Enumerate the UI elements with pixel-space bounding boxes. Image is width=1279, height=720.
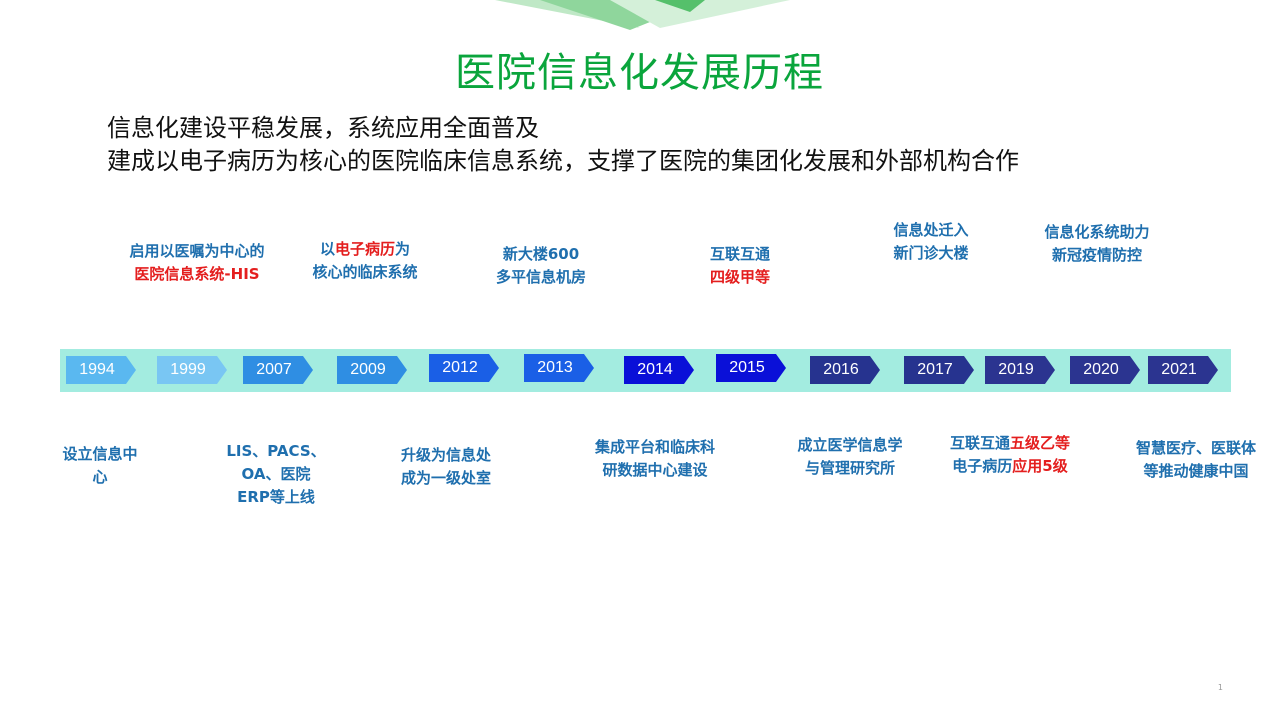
chevron-shape (66, 356, 136, 384)
event-line: 以电子病历为 (312, 238, 417, 261)
chevron-shape (810, 356, 880, 384)
event-bottom-2021: 智慧医疗、医联体 等推动健康中国 (1136, 437, 1256, 483)
year-label: 2015 (729, 359, 765, 376)
event-text: 以 (319, 240, 335, 258)
event-line: 互联互通 (709, 245, 771, 263)
year-label: 2009 (350, 361, 386, 378)
year-label: 2020 (1083, 361, 1119, 378)
event-bottom-2007: LIS、PACS、 OA、医院 ERP等上线 (226, 440, 325, 509)
subtitle-line-1: 信息化建设平稳发展，系统应用全面普及 (107, 114, 539, 142)
chevron-shape (1070, 356, 1140, 384)
event-line: 新门诊大楼 (893, 244, 969, 262)
event-2015: 互联互通 四级甲等 (710, 243, 770, 289)
event-2009: 以电子病历为 核心的临床系统 (312, 238, 417, 284)
chevron-shape (524, 354, 594, 382)
year-label: 1999 (170, 361, 206, 378)
event-line: OA、医院 (241, 465, 311, 483)
event-line: LIS、PACS、 (226, 442, 326, 460)
year-label: 2013 (537, 359, 573, 376)
event-text: 为 (395, 240, 411, 258)
event-2013: 新大楼600 多平信息机房 (496, 243, 586, 289)
year-label: 2014 (637, 361, 673, 378)
event-line: 信息化系统助力 (1044, 223, 1150, 241)
event-bottom-2016: 成立医学信息学 与管理研究所 (797, 434, 902, 480)
subtitle-line-2: 建成以电子病历为核心的医院临床信息系统，支撑了医院的集团化发展和外部机构合作 (107, 147, 1019, 175)
chevron-shape (1148, 356, 1218, 384)
chevron-shape (429, 354, 499, 382)
event-line: 与管理研究所 (804, 459, 896, 477)
event-2020: 信息化系统助力 新冠疫情防控 (1044, 221, 1149, 267)
event-line: 成立医学信息学 (797, 436, 903, 454)
year-label: 2019 (998, 361, 1034, 378)
year-label: 2016 (823, 361, 859, 378)
event-text-highlight: 应用5级 (1012, 457, 1068, 475)
event-line: 心 (92, 468, 108, 486)
page-title: 医院信息化发展历程 (455, 50, 824, 96)
year-label: 2021 (1161, 361, 1197, 378)
year-label: 1994 (79, 361, 115, 378)
event-text: 电子病历 (952, 457, 1013, 475)
year-label: 2017 (917, 361, 953, 378)
event-line: 电子病历应用5级 (950, 455, 1070, 478)
event-2017: 信息处迁入 新门诊大楼 (893, 219, 968, 265)
event-bottom-1994: 设立信息中 心 (62, 443, 137, 489)
chevron-shape (337, 356, 407, 384)
page-number: 1 (1217, 683, 1223, 692)
chevron-shape (157, 356, 227, 384)
event-line: ERP等上线 (237, 488, 315, 506)
event-text: 互联互通 (949, 434, 1010, 452)
chevron-shape (904, 356, 974, 384)
event-line: 研数据中心建设 (602, 461, 708, 479)
event-line: 升级为信息处 (400, 446, 492, 464)
event-line: 信息处迁入 (893, 221, 969, 239)
event-bottom-2014: 集成平台和临床科 研数据中心建设 (595, 436, 715, 482)
event-line: 等推动健康中国 (1143, 462, 1249, 480)
event-bottom-2012: 升级为信息处 成为一级处室 (401, 444, 491, 490)
event-line: 设立信息中 (62, 445, 138, 463)
year-label: 2007 (256, 361, 292, 378)
event-bottom-2019: 互联互通五级乙等 电子病历应用5级 (950, 432, 1070, 478)
chevron-shape (624, 356, 694, 384)
chevron-shape (985, 356, 1055, 384)
event-line: 集成平台和临床科 (594, 438, 716, 456)
event-1994: 启用以医嘱为中心的 医院信息系统-HIS (129, 240, 264, 286)
chevron-shape (243, 356, 313, 384)
event-line-highlight: 医院信息系统-HIS (134, 265, 260, 283)
event-line: 成为一级处室 (400, 469, 492, 487)
event-line-highlight: 四级甲等 (709, 268, 771, 286)
top-decoration (495, 0, 790, 30)
chevron-shape (716, 354, 786, 382)
event-text-highlight: 五级乙等 (1010, 434, 1071, 452)
event-line: 多平信息机房 (495, 268, 587, 286)
event-text-highlight: 电子病历 (334, 240, 396, 258)
event-line: 新大楼600 (502, 245, 580, 263)
event-line: 启用以医嘱为中心的 (129, 242, 265, 260)
event-line: 新冠疫情防控 (1051, 246, 1143, 264)
event-line: 核心的临床系统 (312, 263, 418, 281)
event-line: 互联互通五级乙等 (950, 432, 1070, 455)
year-label: 2012 (442, 359, 478, 376)
event-line: 智慧医疗、医联体 (1135, 439, 1257, 457)
